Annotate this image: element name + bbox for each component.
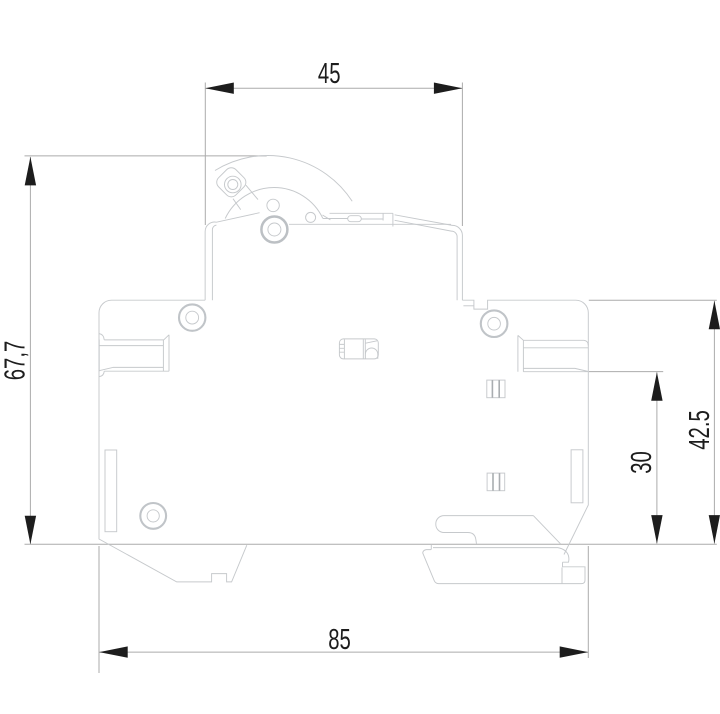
svg-text:30: 30 — [625, 451, 657, 474]
svg-text:42.5: 42.5 — [684, 410, 716, 449]
svg-text:85: 85 — [328, 624, 351, 656]
svg-text:45: 45 — [318, 58, 341, 90]
svg-text:67,7: 67,7 — [0, 341, 31, 380]
